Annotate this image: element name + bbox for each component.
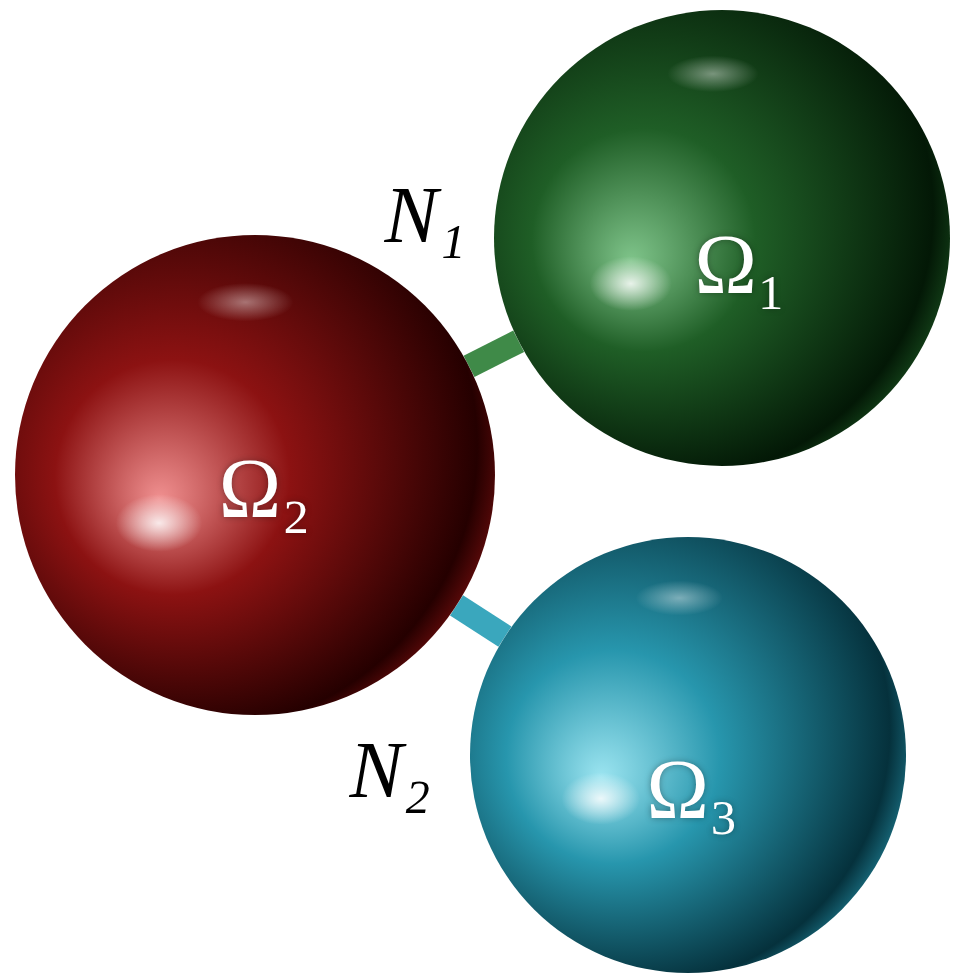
neck-label: N₂	[345, 730, 434, 810]
cyan-sphere: Ω₃	[470, 537, 906, 973]
sphere-body	[494, 10, 950, 466]
red-sphere: Ω₂	[15, 235, 495, 715]
neck-connector	[469, 341, 519, 366]
green-sphere: Ω₁	[494, 10, 950, 466]
region-label: Ω₃	[647, 748, 739, 832]
sphere-body	[15, 235, 495, 715]
sphere-highlight	[590, 256, 672, 311]
neck-connector	[457, 605, 505, 636]
sphere-highlight	[562, 772, 640, 824]
sphere-highlight	[636, 581, 723, 616]
neck-label: N₁	[380, 175, 469, 255]
sphere-body	[470, 537, 906, 973]
sphere-highlight	[116, 494, 202, 552]
region-label: Ω₂	[219, 447, 311, 531]
region-label: Ω₁	[694, 223, 786, 307]
sphere-highlight	[197, 283, 293, 321]
sphere-highlight	[667, 56, 758, 92]
